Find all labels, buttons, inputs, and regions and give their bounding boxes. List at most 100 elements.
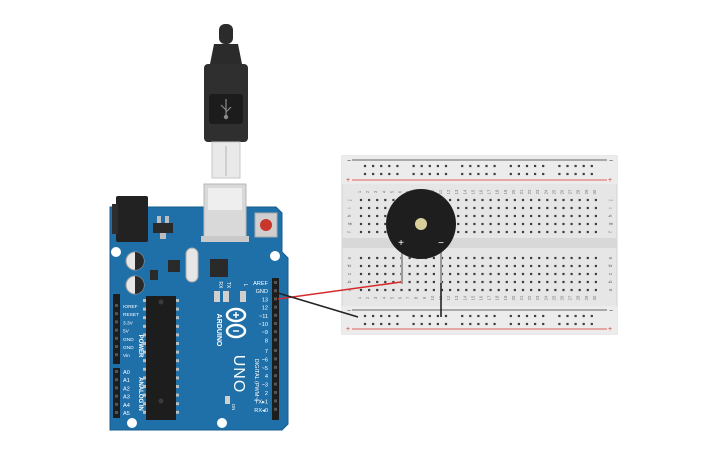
breadboard-hole[interactable] — [562, 206, 565, 210]
breadboard-hole[interactable] — [457, 280, 460, 284]
breadboard-hole[interactable] — [513, 206, 516, 210]
breadboard-hole[interactable] — [372, 314, 375, 318]
breadboard-hole[interactable] — [408, 272, 411, 276]
breadboard-hole[interactable] — [493, 314, 496, 318]
breadboard-hole[interactable] — [586, 264, 589, 268]
breadboard-hole[interactable] — [380, 164, 383, 168]
breadboard-hole[interactable] — [388, 314, 391, 318]
breadboard-hole[interactable] — [465, 214, 468, 218]
breadboard-hole[interactable] — [521, 256, 525, 260]
breadboard-hole[interactable] — [489, 222, 492, 226]
breadboard-hole[interactable] — [473, 222, 476, 226]
breadboard-hole[interactable] — [368, 198, 371, 202]
breadboard-hole[interactable] — [473, 280, 476, 284]
breadboard-hole[interactable] — [530, 222, 533, 226]
breadboard-hole[interactable] — [562, 288, 565, 292]
breadboard-hole[interactable] — [380, 172, 383, 176]
breadboard-hole[interactable] — [594, 222, 597, 226]
breadboard-hole[interactable] — [570, 272, 573, 276]
breadboard-hole[interactable] — [554, 288, 557, 292]
breadboard-hole[interactable] — [594, 288, 597, 292]
breadboard-hole[interactable] — [432, 272, 435, 276]
breadboard-hole[interactable] — [489, 198, 492, 202]
breadboard-hole[interactable] — [384, 280, 387, 284]
breadboard-hole[interactable] — [392, 256, 395, 260]
breadboard-hole[interactable] — [396, 314, 399, 318]
breadboard-hole[interactable] — [384, 272, 387, 276]
breadboard-hole[interactable] — [469, 164, 472, 168]
breadboard-hole[interactable] — [368, 214, 371, 218]
breadboard-hole[interactable] — [363, 314, 367, 318]
breadboard-hole[interactable] — [538, 280, 541, 284]
breadboard-hole[interactable] — [449, 280, 452, 284]
breadboard-hole[interactable] — [473, 198, 476, 202]
breadboard-hole[interactable] — [485, 172, 488, 176]
breadboard-hole[interactable] — [481, 206, 484, 210]
breadboard-hole[interactable] — [525, 314, 529, 318]
breadboard-hole[interactable] — [432, 264, 435, 268]
breadboard-hole[interactable] — [384, 264, 387, 268]
breadboard-hole[interactable] — [436, 172, 439, 176]
breadboard-hole[interactable] — [578, 214, 581, 218]
breadboard-hole[interactable] — [513, 272, 516, 276]
digital-pin-socket[interactable] — [274, 349, 277, 352]
breadboard-hole[interactable] — [473, 272, 476, 276]
breadboard-hole[interactable] — [582, 314, 585, 318]
breadboard-hole[interactable] — [416, 280, 419, 284]
breadboard-hole[interactable] — [368, 264, 371, 268]
breadboard-hole[interactable] — [586, 214, 589, 218]
breadboard-hole[interactable] — [380, 322, 383, 326]
breadboard-hole[interactable] — [477, 172, 480, 176]
breadboard-hole[interactable] — [436, 322, 439, 326]
breadboard-hole[interactable] — [546, 198, 549, 202]
breadboard-hole[interactable] — [359, 230, 363, 234]
breadboard-hole[interactable] — [582, 172, 585, 176]
breadboard-hole[interactable] — [376, 272, 379, 276]
breadboard-hole[interactable] — [586, 272, 589, 276]
breadboard-hole[interactable] — [428, 314, 431, 318]
breadboard-hole[interactable] — [368, 222, 371, 226]
breadboard-hole[interactable] — [562, 198, 565, 202]
breadboard-hole[interactable] — [562, 272, 565, 276]
breadboard-hole[interactable] — [457, 288, 460, 292]
breadboard-hole[interactable] — [469, 314, 472, 318]
breadboard-hole[interactable] — [566, 314, 569, 318]
breadboard-hole[interactable] — [574, 172, 577, 176]
breadboard-hole[interactable] — [566, 172, 569, 176]
breadboard-hole[interactable] — [566, 322, 569, 326]
power-pin-socket[interactable] — [115, 328, 118, 332]
analog-pin-socket[interactable] — [115, 394, 118, 398]
breadboard-hole[interactable] — [590, 164, 593, 168]
breadboard-hole[interactable] — [513, 264, 516, 268]
breadboard-hole[interactable] — [562, 230, 565, 234]
breadboard-hole[interactable] — [368, 288, 371, 292]
breadboard-hole[interactable] — [517, 172, 520, 176]
breadboard-hole[interactable] — [534, 314, 537, 318]
breadboard-hole[interactable] — [416, 272, 419, 276]
digital-pin-socket[interactable] — [274, 399, 277, 403]
breadboard-hole[interactable] — [457, 230, 460, 234]
breadboard-hole[interactable] — [384, 288, 387, 292]
breadboard-hole[interactable] — [400, 288, 403, 292]
breadboard-hole[interactable] — [530, 230, 533, 234]
breadboard-hole[interactable] — [444, 172, 448, 176]
breadboard-hole[interactable] — [586, 288, 589, 292]
breadboard-hole[interactable] — [546, 288, 549, 292]
breadboard-hole[interactable] — [449, 288, 452, 292]
breadboard-hole[interactable] — [525, 322, 529, 326]
breadboard-hole[interactable] — [497, 206, 500, 210]
breadboard-hole[interactable] — [424, 280, 427, 284]
breadboard-hole[interactable] — [578, 280, 581, 284]
breadboard-hole[interactable] — [416, 264, 419, 268]
breadboard-hole[interactable] — [538, 272, 541, 276]
breadboard-hole[interactable] — [457, 272, 460, 276]
breadboard-hole[interactable] — [481, 280, 484, 284]
breadboard-hole[interactable] — [372, 322, 375, 326]
breadboard-hole[interactable] — [424, 272, 427, 276]
breadboard-hole[interactable] — [509, 172, 512, 176]
breadboard-hole[interactable] — [590, 322, 593, 326]
breadboard-hole[interactable] — [376, 256, 379, 260]
breadboard-hole[interactable] — [489, 214, 492, 218]
breadboard-hole[interactable] — [509, 322, 512, 326]
breadboard-hole[interactable] — [392, 198, 395, 202]
